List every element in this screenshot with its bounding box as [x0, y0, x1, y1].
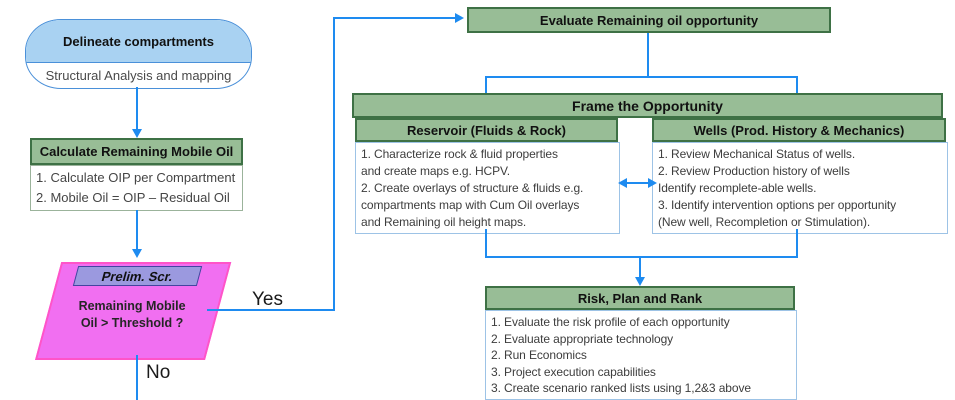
wells-column-body: 1. Review Mechanical Status of wells.2. … — [652, 142, 948, 234]
reservoir-column-header: Reservoir (Fluids & Rock) — [355, 118, 618, 142]
no-label: No — [146, 362, 171, 383]
delineate-title: Delineate compartments — [26, 20, 251, 63]
prelim-screening-header: Prelim. Scr. — [72, 266, 203, 286]
arrowhead-left-reservoir — [618, 178, 627, 188]
connector-yes-horizontal — [207, 309, 335, 311]
delineate-subtitle: Structural Analysis and mapping — [45, 67, 232, 83]
frame-opportunity-band: Frame the Opportunity — [352, 93, 943, 118]
connector-evaluate-down — [647, 33, 649, 78]
arrowhead-down-calc — [132, 129, 142, 138]
risk-plan-rank-header: Risk, Plan and Rank — [485, 286, 795, 310]
arrowhead-down-decision — [132, 249, 142, 258]
delineate-compartments-shape: Delineate compartments Structural Analys… — [25, 19, 252, 89]
connector-yes-top — [333, 17, 456, 19]
connector-wells-down — [796, 229, 798, 258]
connector-risk-down — [639, 256, 641, 278]
calc-mobile-oil-header: Calculate Remaining Mobile Oil — [30, 138, 243, 165]
connector-split-horizontal — [485, 76, 798, 78]
connector-reservoir-down — [485, 229, 487, 258]
arrowhead-right-wells — [648, 178, 657, 188]
connector-delineate-calc — [136, 87, 138, 130]
connector-no-vertical — [136, 355, 138, 400]
wells-column-header: Wells (Prod. History & Mechanics) — [652, 118, 946, 142]
connector-split-right-blue — [796, 76, 798, 93]
evaluate-opportunity-box: Evaluate Remaining oil opportunity — [467, 7, 831, 33]
arrowhead-right-evaluate — [455, 13, 464, 23]
risk-plan-rank-body: 1. Evaluate the risk profile of each opp… — [485, 310, 797, 400]
arrowhead-down-risk — [635, 277, 645, 286]
connector-yes-vertical — [333, 17, 335, 311]
connector-columns-doublearrow — [625, 182, 649, 184]
connector-merge-horizontal — [485, 256, 798, 258]
connector-split-left-blue — [485, 76, 487, 93]
yes-label: Yes — [252, 289, 283, 310]
connector-calc-decision — [136, 210, 138, 250]
